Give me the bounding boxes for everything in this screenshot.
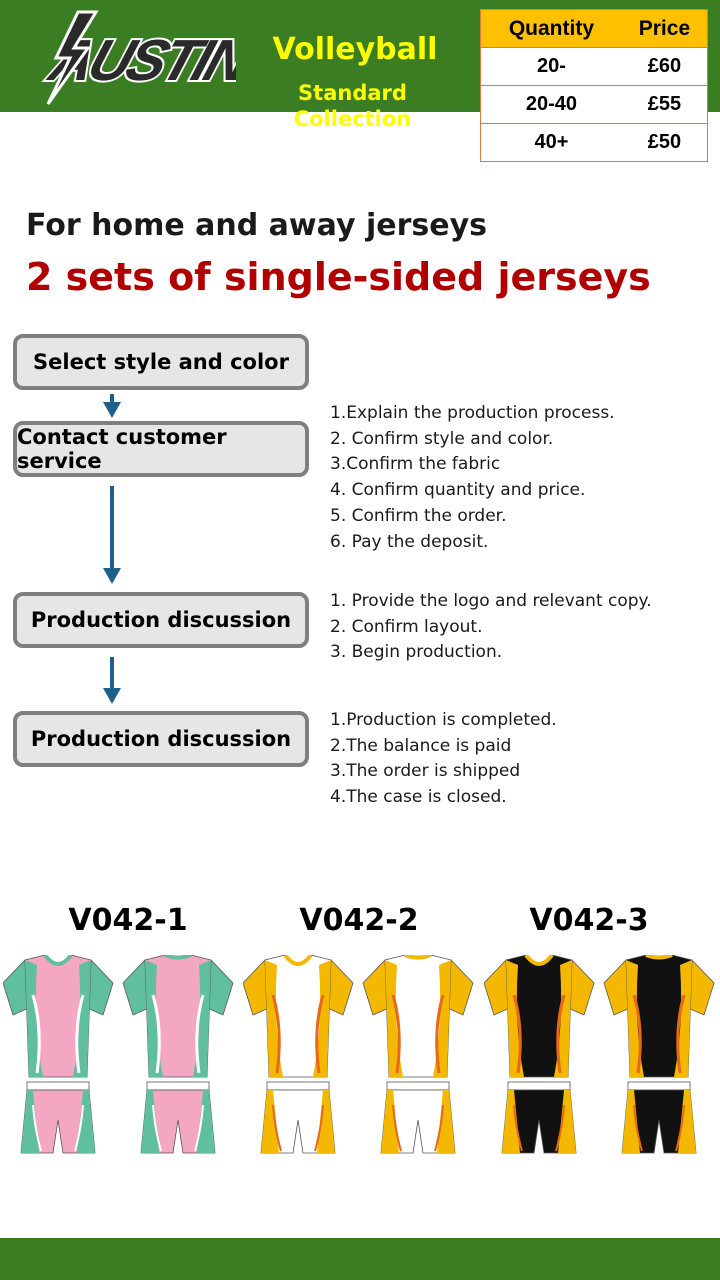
intro-lead: For home and away jerseys <box>26 208 487 243</box>
price-cell: £55 <box>621 85 708 124</box>
uniform-v042-2-image <box>243 955 474 1154</box>
quantity-cell: 40+ <box>480 123 622 162</box>
table-row: 40+ £50 <box>480 123 708 162</box>
price-table: Quantity Price 20- £60 20-40 £55 40+ £50 <box>480 9 708 162</box>
jersey-front <box>3 955 114 1154</box>
step-production-discussion: Production discussion <box>13 592 309 648</box>
jersey-back <box>122 955 234 1154</box>
note-item: 5. Confirm the order. <box>330 505 507 526</box>
uniform-v042-3-image <box>484 955 715 1154</box>
price-cell: £50 <box>621 123 708 162</box>
note-item: 3. Begin production. <box>330 642 503 663</box>
note-item: 4.The case is closed. <box>330 787 507 808</box>
quantity-cell: 20- <box>480 47 622 86</box>
note-item: 1.Production is completed. <box>330 710 557 730</box>
step-production-completion: Production discussion <box>13 711 309 767</box>
price-header: Price <box>621 9 708 48</box>
product-code: V042-1 <box>68 903 188 938</box>
note-item: 4. Confirm quantity and price. <box>330 480 586 501</box>
note-item: 3.The order is shipped <box>330 761 521 782</box>
step-completion-notes: 1.Production is completed. 2.The balance… <box>330 708 557 811</box>
note-item: 1. Provide the logo and relevant copy. <box>330 591 652 611</box>
product-code: V042-2 <box>299 903 419 938</box>
jersey-front <box>484 955 595 1154</box>
header-bar: AUSTIN Volleyball Standard Collection Qu… <box>0 0 720 162</box>
uniform-v042-1-image <box>3 955 234 1154</box>
arrow-down-icon <box>103 486 121 584</box>
jersey-front <box>243 955 354 1154</box>
note-item: 2. Confirm style and color. <box>330 428 554 449</box>
page-title: Volleyball <box>272 32 438 67</box>
note-item: 2. Confirm layout. <box>330 616 483 637</box>
austin-logo: AUSTIN <box>39 10 236 105</box>
step-select-style: Select style and color <box>13 334 309 390</box>
product-code: V042-3 <box>529 903 649 938</box>
arrow-down-icon <box>103 394 121 418</box>
note-item: 6. Pay the deposit. <box>330 531 489 552</box>
jersey-back <box>603 955 715 1154</box>
quantity-cell: 20-40 <box>480 85 622 124</box>
step-production-notes: 1. Provide the logo and relevant copy. 2… <box>330 589 652 666</box>
footer-bar <box>0 1238 720 1280</box>
note-item: 1.Explain the production process. <box>330 403 615 423</box>
table-row: 20- £60 <box>480 47 708 86</box>
price-cell: £60 <box>621 47 708 86</box>
arrow-down-icon <box>103 657 121 704</box>
quantity-header: Quantity <box>480 9 622 48</box>
intro-headline: 2 sets of single-sided jerseys <box>26 255 651 299</box>
jersey-back <box>362 955 474 1154</box>
page-subtitle: Standard Collection <box>293 81 412 131</box>
note-item: 3.Confirm the fabric <box>330 454 501 475</box>
note-item: 2.The balance is paid <box>330 735 512 756</box>
table-row: 20-40 £55 <box>480 85 708 124</box>
step-contact-service: Contact customer service <box>13 421 309 477</box>
price-table-header: Quantity Price <box>480 9 708 48</box>
step-contact-notes: 1.Explain the production process. 2. Con… <box>330 401 615 555</box>
